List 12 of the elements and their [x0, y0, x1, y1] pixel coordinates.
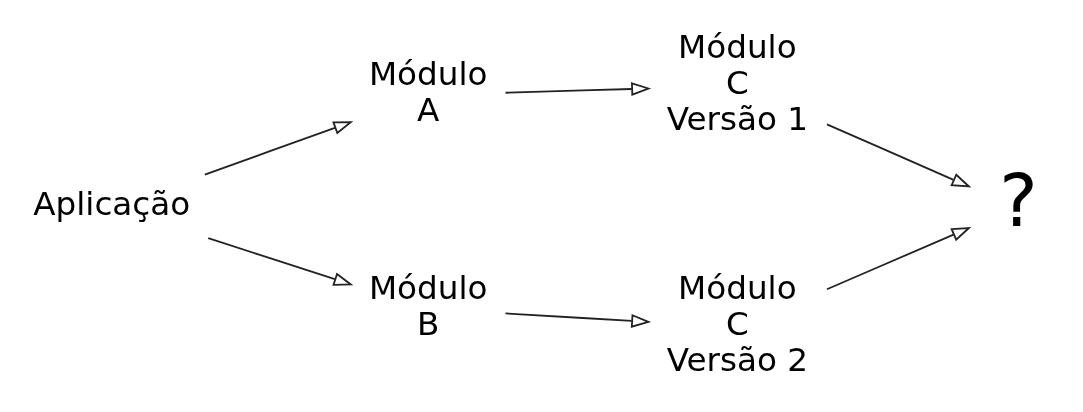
node-text: Aplicação	[33, 184, 191, 223]
node-text: ?	[999, 158, 1038, 243]
arrow	[504, 81, 652, 96]
node-text: Módulo B	[368, 268, 488, 343]
arrow	[826, 122, 972, 188]
arrow	[207, 236, 354, 286]
node-text: Módulo C Versão 1	[666, 27, 809, 138]
arrow	[203, 120, 354, 175]
arrow	[826, 226, 972, 290]
node-text: Módulo C Versão 2	[666, 268, 809, 379]
node-text: Módulo A	[368, 54, 488, 129]
arrow	[504, 312, 652, 328]
